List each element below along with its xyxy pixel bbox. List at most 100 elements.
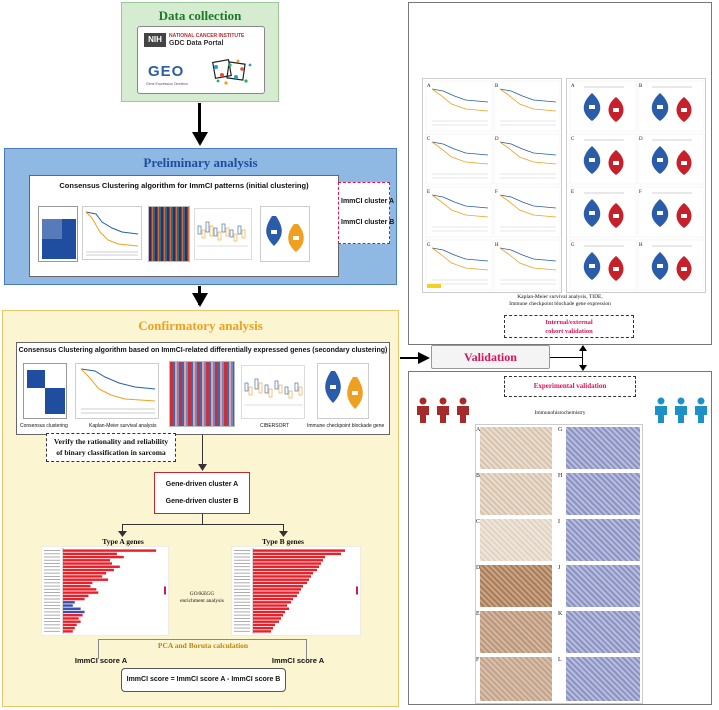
type-b-term-label xyxy=(234,598,250,600)
km-panel: D xyxy=(493,133,561,185)
connector-line xyxy=(306,639,307,659)
type-a-term-label xyxy=(44,575,60,577)
consensus-matrix-thumbnail xyxy=(23,363,67,419)
type-a-bar xyxy=(63,555,124,559)
connector-line xyxy=(550,357,582,358)
km-curve-high xyxy=(431,194,489,209)
type-b-genes-label: Type B genes xyxy=(262,537,304,546)
type-a-bar xyxy=(63,620,81,623)
violin-panel: C xyxy=(569,133,637,185)
ihc-panel-label: B xyxy=(476,473,481,479)
type-a-bar xyxy=(63,617,79,620)
type-b-term-label xyxy=(234,582,250,584)
arrow-head-icon xyxy=(118,531,127,537)
confirmatory-subtitle: Consensus Clustering algorithm based on … xyxy=(18,347,388,354)
type-a-legend-swatch xyxy=(164,586,166,595)
type-b-bar xyxy=(253,607,289,610)
type-b-legend-swatch xyxy=(356,586,358,595)
preliminary-title: Preliminary analysis xyxy=(143,155,258,170)
data-collection-title: Data collection xyxy=(158,8,242,23)
type-a-term-label xyxy=(44,598,60,600)
violin-panel: D xyxy=(637,133,705,185)
type-a-bar xyxy=(63,559,111,562)
immci-cluster-box: ImmCI cluster A ImmCI cluster B xyxy=(338,182,394,244)
cohort-validation-line-2: cohort validation xyxy=(545,328,593,335)
type-a-term-label xyxy=(44,630,60,632)
connector-line xyxy=(582,346,583,368)
violin-panel: A xyxy=(569,80,637,132)
violin-box xyxy=(681,267,687,271)
type-b-term-label xyxy=(234,559,250,561)
arrow-head-icon xyxy=(191,132,208,146)
type-b-bar xyxy=(253,594,297,598)
immci-score-formula-box: ImmCI score = ImmCI score A - ImmCI scor… xyxy=(121,668,286,692)
type-a-bar xyxy=(63,614,83,617)
ihc-panel-label: C xyxy=(476,519,481,525)
km-curve-low xyxy=(499,194,557,218)
go-kegg-label-2: enrichment analysis xyxy=(180,598,224,604)
caption-consensus-clustering: Consensus clustering xyxy=(20,423,68,429)
km-curve-low xyxy=(499,141,557,165)
experimental-validation-box: Experimental validation xyxy=(504,376,636,397)
type-b-bar xyxy=(253,568,317,572)
km-panel: B xyxy=(493,80,561,132)
ihc-image-b xyxy=(480,473,552,515)
type-b-term-label xyxy=(234,617,250,619)
km-panel-letter: E xyxy=(427,190,430,195)
type-b-bar xyxy=(253,630,271,633)
violin-box xyxy=(657,158,663,162)
patient-group-red-icon xyxy=(417,397,469,423)
violin-panel-letter: B xyxy=(639,84,643,89)
km-curve-high xyxy=(499,247,557,262)
type-b-bar xyxy=(253,549,345,552)
type-b-term-label xyxy=(234,563,250,564)
cibersort-thumbnail xyxy=(241,365,305,419)
verify-line-2: of binary classification in sarcoma xyxy=(56,448,166,457)
immci-score-formula: ImmCI score = ImmCI score A - ImmCI scor… xyxy=(126,676,281,683)
type-b-bar xyxy=(253,584,303,588)
confirmatory-title: Confirmatory analysis xyxy=(138,318,263,333)
violin-box xyxy=(613,267,619,271)
consensus-heatmap-thumbnail xyxy=(38,206,78,262)
type-b-term-label xyxy=(234,608,250,610)
type-b-bar xyxy=(253,559,323,562)
preliminary-content-box: Consensus Clustering algorithm for ImmCI… xyxy=(29,175,339,277)
type-b-term-label xyxy=(234,595,250,597)
ihc-panel-label: E xyxy=(476,611,480,617)
type-a-bar xyxy=(63,562,112,565)
data-collection-panel: Data collection NIH NATIONAL CANCER INST… xyxy=(121,2,279,102)
pca-boruta-label: PCA and Boruta calculation xyxy=(157,641,249,650)
data-sources-box: NIH NATIONAL CANCER INSTITUTE GDC Data P… xyxy=(137,26,265,94)
connector-line xyxy=(202,514,203,525)
type-a-bar xyxy=(63,607,81,610)
type-b-term-label xyxy=(234,556,250,558)
km-panel: G xyxy=(425,239,493,291)
validation-bottom-panel: Experimental validation Immunohistochemi… xyxy=(408,371,712,705)
type-b-term-label xyxy=(234,624,250,626)
validation-label: Validation xyxy=(464,350,517,364)
type-a-term-label xyxy=(44,605,60,606)
nih-logo: NIH xyxy=(144,33,166,47)
km-panel-letter: G xyxy=(427,243,431,248)
type-b-term-label xyxy=(234,611,250,613)
violin-box xyxy=(681,108,687,112)
type-b-term-label xyxy=(234,627,250,629)
km-panel-letter: H xyxy=(495,243,499,248)
type-b-bar xyxy=(253,604,287,607)
km-curve-low xyxy=(431,88,489,112)
type-b-term-label xyxy=(234,630,250,632)
type-b-enrichment-chart xyxy=(231,546,361,636)
violin-box xyxy=(657,264,663,268)
violin-box xyxy=(613,108,619,112)
km-curve-high xyxy=(499,88,557,103)
km-panel: H xyxy=(493,239,561,291)
violin-thumbnail xyxy=(260,206,310,262)
violin-panel-letter: F xyxy=(639,190,642,195)
type-a-term-label xyxy=(44,614,60,616)
gdc-label: GDC Data Portal xyxy=(169,40,224,47)
ihc-panel-label: I xyxy=(558,519,560,525)
type-a-term-label xyxy=(44,611,60,613)
type-b-term-label xyxy=(234,550,250,551)
